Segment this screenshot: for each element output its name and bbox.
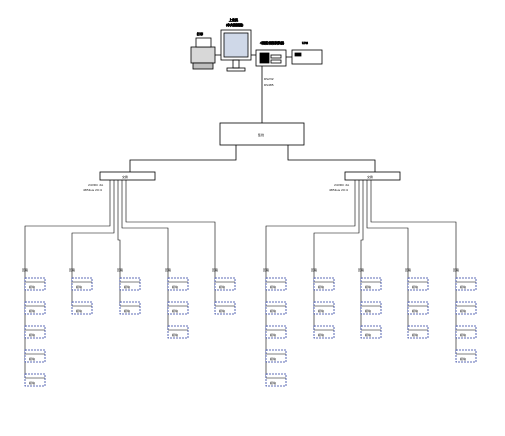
- hub-links: [129, 145, 376, 172]
- right-switch-sub2: 485bus 20:4: [329, 188, 348, 192]
- device-module: [265, 349, 287, 363]
- device-module-label: 模块: [365, 308, 371, 313]
- device-module: [407, 325, 429, 339]
- device-module: [214, 301, 236, 315]
- device-module: [407, 301, 429, 315]
- device-module-label: 模块: [318, 332, 324, 337]
- device-module-label: 模块: [29, 284, 35, 289]
- device-module-label: 模块: [365, 284, 371, 289]
- device-module-label: 模块: [29, 380, 35, 385]
- right-switch-box: [344, 171, 401, 181]
- printer-icon: [190, 37, 216, 70]
- device-module-label: 模块: [219, 284, 225, 289]
- device-module: [24, 277, 46, 291]
- device-module-label: 模块: [460, 332, 466, 337]
- device-module-label: 模块: [219, 308, 225, 313]
- device-module: [24, 325, 46, 339]
- device-module-label: 模块: [412, 332, 418, 337]
- device-module-label: 模块: [172, 284, 178, 289]
- device-module: [265, 277, 287, 291]
- device-module: [360, 277, 382, 291]
- device-module-label: 模块: [172, 308, 178, 313]
- device-module-label: 模块: [270, 308, 276, 313]
- left-switch-box: [99, 171, 156, 181]
- pc-label: 上位机: [229, 17, 238, 22]
- device-module-label: 模块: [270, 380, 276, 385]
- device-module-label: 模块: [76, 284, 82, 289]
- device-module-label: 模块: [460, 284, 466, 289]
- device-module: [24, 373, 46, 387]
- ups-icon: [291, 49, 323, 65]
- left-switch-label: 交换: [122, 174, 128, 179]
- device-module-label: 模块: [29, 308, 35, 313]
- device-columns: 回路模块模块模块模块模块回路模块模块回路模块模块回路模块模块模块回路模块模块回路…: [22, 265, 477, 387]
- device-module: [313, 301, 335, 315]
- device-module-label: 模块: [76, 308, 82, 313]
- device-module-label: 模块: [270, 356, 276, 361]
- left-switch-sub: 24VDC 2A: [88, 183, 104, 187]
- device-module: [313, 277, 335, 291]
- device-module: [360, 301, 382, 315]
- device-module-label: 模块: [318, 284, 324, 289]
- device-module: [167, 277, 189, 291]
- cable-label-1: RS232: [264, 77, 274, 81]
- device-module-label: 模块: [172, 332, 178, 337]
- device-module-label: 模块: [412, 284, 418, 289]
- converter-icon: [255, 49, 287, 67]
- device-module: [455, 301, 477, 315]
- device-module-label: 模块: [460, 308, 466, 313]
- right-switch-sub: 24VDC 2A: [334, 183, 350, 187]
- monitor-icon: [220, 29, 252, 72]
- device-module-label: 模块: [29, 332, 35, 337]
- right-switch-label: 交换: [367, 174, 373, 179]
- ups-label: UPS: [302, 41, 308, 45]
- device-module: [71, 301, 93, 315]
- device-module: [265, 373, 287, 387]
- device-module: [24, 349, 46, 363]
- device-module: [119, 301, 141, 315]
- device-module: [71, 277, 93, 291]
- device-module-label: 模块: [460, 356, 466, 361]
- device-module-label: 模块: [29, 356, 35, 361]
- device-module: [119, 277, 141, 291]
- device-module: [455, 277, 477, 291]
- switches: [99, 171, 401, 181]
- device-module: [455, 325, 477, 339]
- device-module-label: 模块: [365, 332, 371, 337]
- device-module: [360, 325, 382, 339]
- branch-wiring: [24, 180, 457, 265]
- cable-label-2: RS485: [264, 83, 274, 87]
- top-equipment: 打印 上位机 (中央控制器) 4通道/通讯转换器: [190, 17, 323, 123]
- device-module: [265, 325, 287, 339]
- converter-label: 4通道/通讯转换器: [260, 40, 284, 45]
- device-module: [407, 277, 429, 291]
- device-module-label: 模块: [270, 284, 276, 289]
- device-module-label: 模块: [270, 332, 276, 337]
- device-module-label: 模块: [318, 308, 324, 313]
- device-module: [167, 325, 189, 339]
- device-module-label: 模块: [124, 284, 130, 289]
- device-module: [24, 301, 46, 315]
- device-module: [214, 277, 236, 291]
- device-module: [455, 349, 477, 363]
- hub-label: 集线: [258, 132, 264, 137]
- device-module: [313, 325, 335, 339]
- device-module: [167, 301, 189, 315]
- hub-box: [219, 122, 305, 146]
- pc-sub-label: (中央控制器): [226, 22, 243, 27]
- printer-label: 打印: [197, 31, 203, 36]
- device-module: [265, 301, 287, 315]
- device-module-label: 模块: [124, 308, 130, 313]
- device-module-label: 模块: [412, 308, 418, 313]
- left-switch-sub2: 485bus 20:4: [83, 188, 102, 192]
